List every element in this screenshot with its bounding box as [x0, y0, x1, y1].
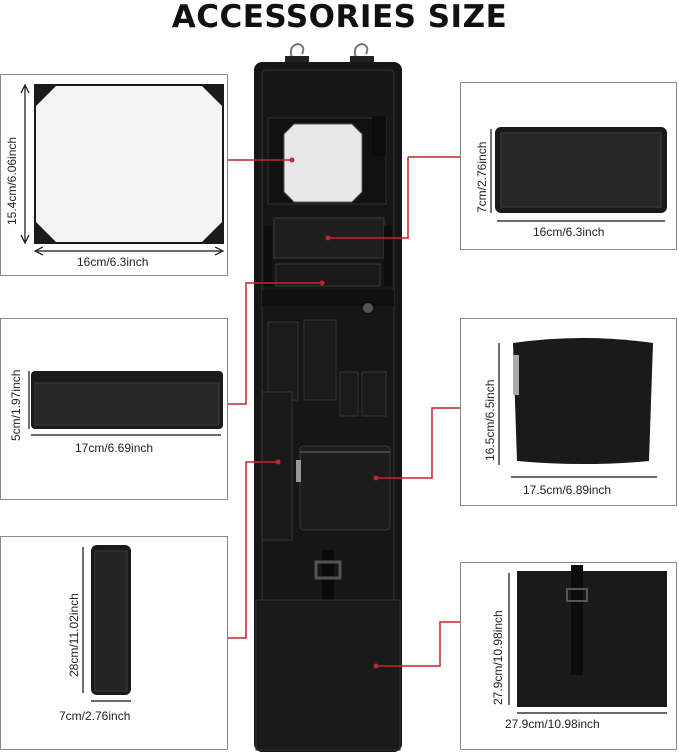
tube-pouch-height-label: 28cm/11.02inch [67, 593, 81, 677]
zip-pouch-height-label: 16.5cm/6.5inch [483, 379, 497, 461]
tote-pocket-width-label: 27.9cm/10.98inch [505, 717, 600, 731]
mesh-bag-panel: 16cm/6.3inch 7cm/2.76inch [460, 82, 677, 250]
mesh-bag-image [490, 127, 667, 222]
tube-pouch-image [82, 545, 131, 702]
tote-pocket-image [508, 565, 667, 714]
mesh-bag-height-label: 7cm/2.76inch [475, 141, 489, 213]
flat-pouch-width-label: 17cm/6.69inch [75, 441, 154, 455]
page-title: ACCESSORIES SIZE [171, 0, 508, 35]
flat-pouch-image [28, 371, 223, 436]
tote-pocket-height-label: 27.9cm/10.98inch [491, 610, 505, 705]
flat-pouch-panel: 17cm/6.69inch 5cm/1.97inch [0, 318, 228, 500]
mesh-bag-width-label: 16cm/6.3inch [533, 225, 605, 239]
zip-pouch-width-label: 17.5cm/6.89inch [523, 483, 612, 497]
flat-pouch-height-label: 5cm/1.97inch [9, 369, 23, 441]
mirror-width-label: 16cm/6.3inch [77, 255, 149, 269]
zip-pouch-panel: 17.5cm/6.89inch 16.5cm/6.5inch [460, 318, 677, 506]
zip-pouch-image [498, 338, 657, 478]
mirror-height-label: 15.4cm/6.06inch [5, 136, 19, 225]
tube-pouch-width-label: 7cm/2.76inch [59, 709, 131, 723]
tube-pouch-panel: 7cm/2.76inch 28cm/11.02inch [0, 536, 228, 750]
mirror-panel: 16cm/6.3inch 15.4cm/6.06inch [0, 74, 228, 276]
tote-pocket-panel: 27.9cm/10.98inch 27.9cm/10.98inch [460, 562, 677, 750]
mirror-image [20, 83, 225, 256]
